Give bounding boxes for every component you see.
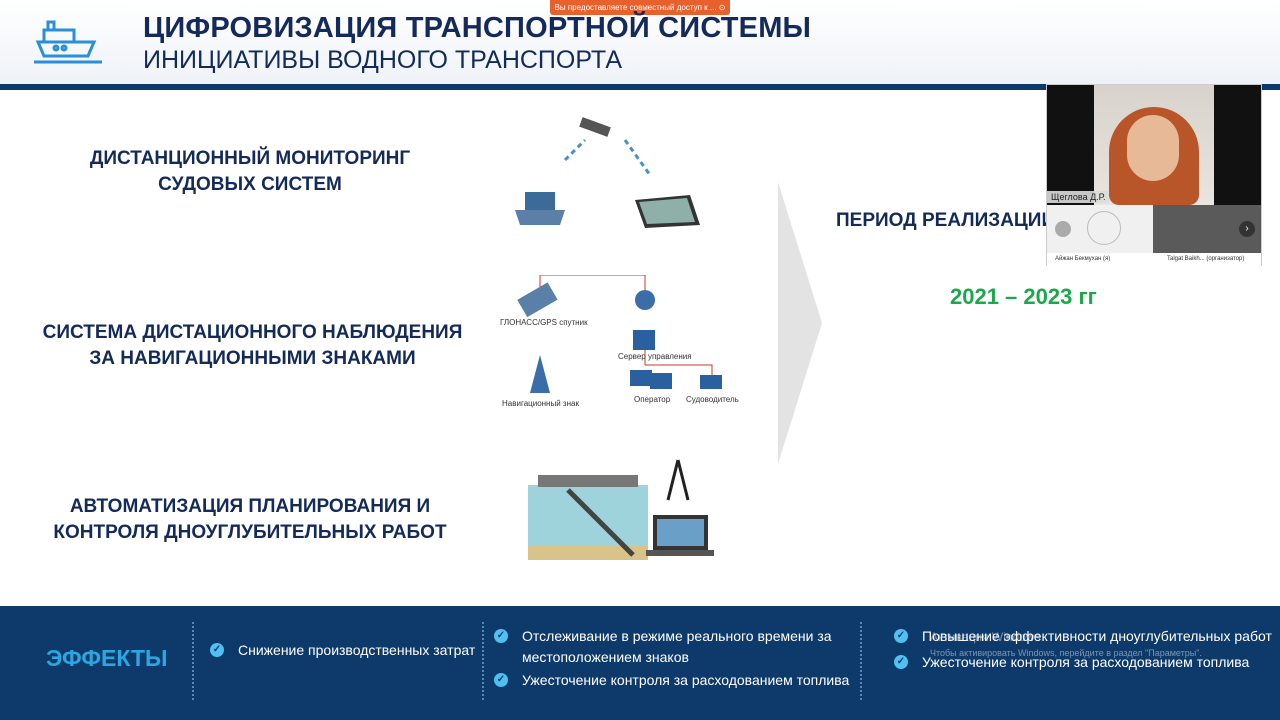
participant-name: Talgat Baikh... (организатор) [1167,256,1245,262]
check-icon: ✓ [894,629,908,643]
initiative-dredging: АВТОМАТИЗАЦИЯ ПЛАНИРОВАНИЯ И КОНТРОЛЯ ДН… [53,496,447,543]
page-subtitle: ИНИЦИАТИВЫ ВОДНОГО ТРАНСПОРТА [143,46,623,74]
effect-item: ✓Повышение эффективности дноуглубительны… [894,626,1274,647]
nav-signs-diagram: ГЛОНАСС/GPS спутник Сервер управления На… [500,275,739,408]
check-icon: ✓ [894,655,908,669]
effect-item: ✓Отслеживание в режиме реального времени… [494,626,844,668]
windows-activation-watermark: Активация Windows [930,630,1041,644]
participant-name: Айжан Бекмухан (я) [1055,256,1111,262]
effect-item: ✓Снижение производственных затрат [210,640,480,661]
diagram-label: Судоводитель [686,395,739,404]
next-arrow-button[interactable]: › [1239,221,1255,237]
effects-footer [0,606,1280,720]
chevron-arrow [778,182,822,464]
ship-icon [34,20,102,64]
header-divider [0,84,1280,90]
dredging-illustration [528,459,714,560]
effect-item: ✓Ужесточение контроля за расходованием т… [494,670,854,691]
check-icon: ✓ [494,673,508,687]
divider [860,622,862,700]
avatar-placeholder-icon [1087,211,1121,245]
page-title: ЦИФРОВИЗАЦИЯ ТРАНСПОРТНОЙ СИСТЕМЫ [143,12,812,44]
initiative-nav-signs: СИСТЕМА ДИСТАЦИОННОГО НАБЛЮДЕНИЯ ЗА НАВИ… [42,322,463,369]
effects-title: ЭФФЕКТЫ [46,645,168,671]
prev-arrow-button[interactable] [1055,221,1071,237]
participant-name: Щеглова Д.Р. [1047,191,1110,203]
period-label: ПЕРИОД РЕАЛИЗАЦИИ [836,210,1056,231]
participant-tile[interactable]: › [1153,205,1261,253]
participant-tile[interactable] [1047,205,1153,253]
period-years: 2021 – 2023 гг [950,284,1097,309]
effect-item: ✓Ужесточение контроля за расходованием т… [894,652,1274,673]
screen-share-notification[interactable]: Вы предоставляете совместный доступ к ..… [550,0,730,15]
main-video-tile[interactable]: Щеглова Д.Р. [1047,85,1261,205]
windows-activation-hint: Чтобы активировать Windows, перейдите в … [930,648,1202,658]
divider [482,622,484,700]
video-call-panel[interactable]: Щеглова Д.Р. › Айжан Бекмухан (я) Talgat… [1046,84,1262,266]
check-icon: ✓ [210,643,224,657]
check-icon: ✓ [494,629,508,643]
divider [192,622,194,700]
satellite-ship-tablet-illustration [515,117,700,228]
diagram-label: Оператор [634,395,671,404]
diagram-label: ГЛОНАСС/GPS спутник [500,318,588,327]
initiative-remote-monitoring: ДИСТАНЦИОННЫЙ МОНИТОРИНГ СУДОВЫХ СИСТЕМ [89,148,411,195]
diagram-label: Навигационный знак [502,399,579,408]
diagram-label: Сервер управления [618,352,692,361]
